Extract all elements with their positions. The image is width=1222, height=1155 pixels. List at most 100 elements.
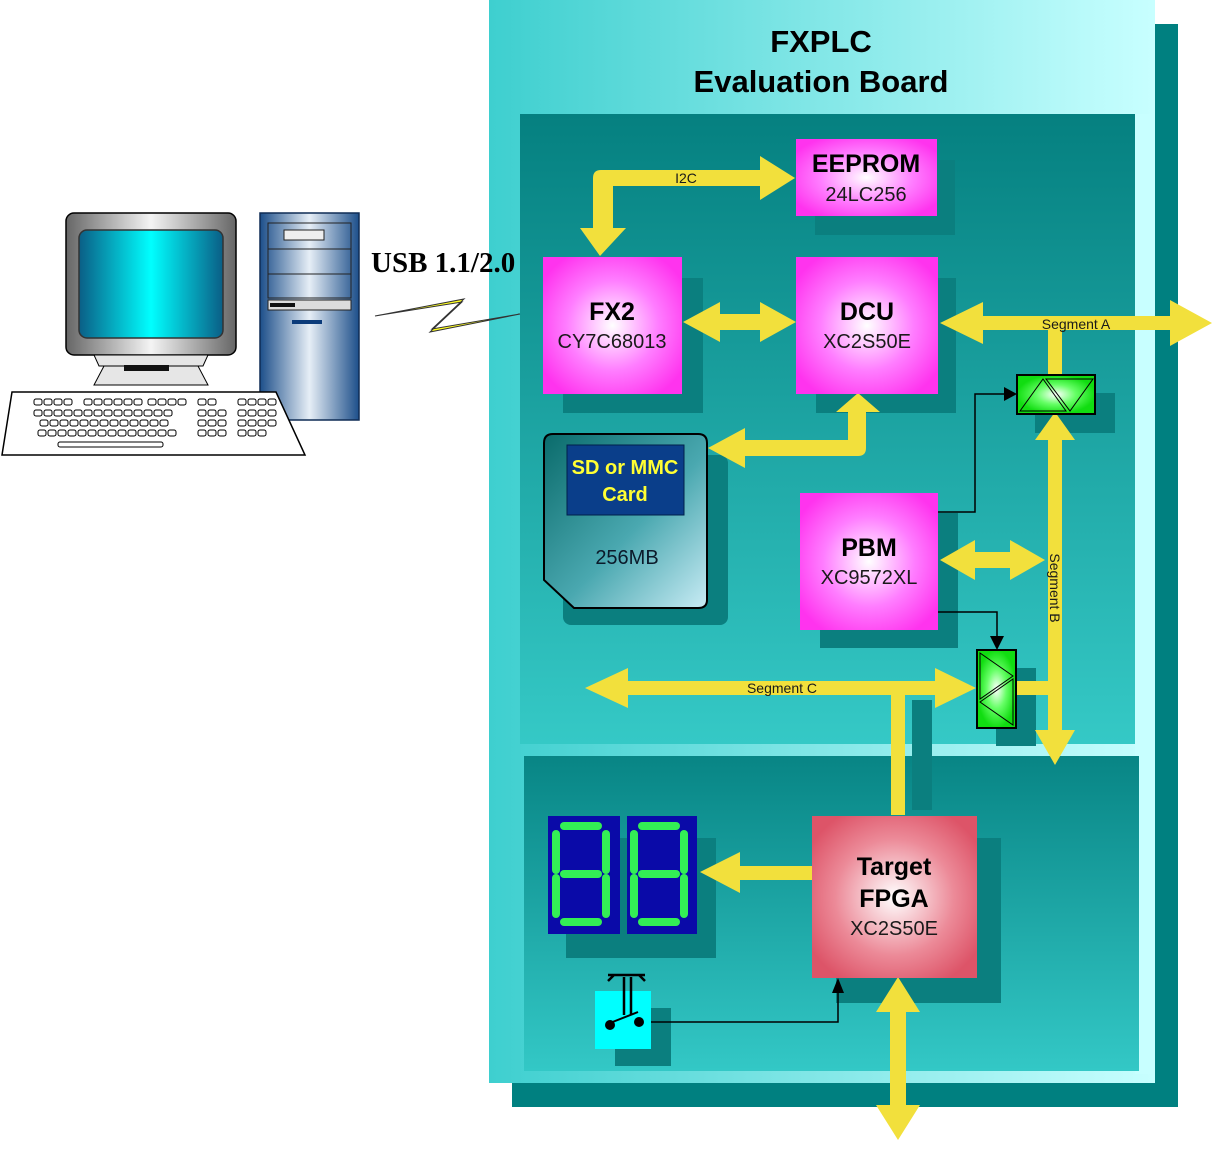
segment-c-bus — [585, 668, 976, 708]
keyboard-key — [207, 419, 217, 427]
segment-c-label: Segment C — [747, 680, 817, 696]
push-button[interactable] — [595, 973, 651, 1049]
keyboard-key — [257, 419, 267, 427]
keyboard-key — [33, 409, 43, 417]
keyboard-key — [197, 419, 207, 427]
keyboard-key — [247, 419, 257, 427]
target-io-bus — [876, 977, 920, 1140]
keyboard-key — [119, 419, 129, 427]
keyboard-key — [217, 419, 227, 427]
keyboard-key — [257, 409, 267, 417]
segment-b-label: Segment B — [1047, 553, 1063, 622]
monitor-screen — [78, 229, 224, 339]
usb-lightning-icon — [374, 298, 521, 333]
control-lines — [640, 393, 1007, 1023]
keyboard-key — [57, 429, 67, 437]
keyboard-key — [247, 409, 257, 417]
sd-card-title-line1: SD or MMC — [572, 457, 679, 479]
segment-a-drop — [1048, 330, 1062, 375]
keyboard-key — [247, 398, 257, 406]
segment-a-label: Segment A — [1042, 316, 1111, 332]
keyboard-key — [43, 409, 53, 417]
segment-c-drop — [891, 695, 905, 815]
control-arrowheads — [832, 387, 1017, 993]
pbm-name: PBM — [841, 534, 897, 562]
keyboard-key — [77, 429, 87, 437]
segment-c-buffer — [976, 649, 1017, 729]
eeprom-chip[interactable]: EEPROM 24LC256 — [796, 139, 937, 216]
host-computer — [1, 212, 521, 456]
target-display-bus — [700, 852, 812, 893]
keyboard-key — [129, 419, 139, 427]
sd-card-title-line2: Card — [602, 484, 648, 506]
keyboard-key — [113, 409, 123, 417]
keyboard-key — [53, 398, 63, 406]
keyboard-key — [63, 398, 73, 406]
digit-1-segment-g — [560, 870, 602, 878]
keyboard-key — [167, 429, 177, 437]
keyboard-key — [123, 398, 133, 406]
keyboard-key — [237, 419, 247, 427]
pc-tower — [259, 212, 360, 421]
keyboard-key — [63, 409, 73, 417]
segment-b-bus — [1035, 412, 1075, 765]
dcu-part: XC2S50E — [823, 331, 911, 353]
target-fpga-chip[interactable]: Target FPGA XC2S50E — [812, 816, 977, 978]
keyboard — [1, 391, 307, 456]
target-name-line2: FPGA — [859, 885, 928, 913]
segment-c-link — [1017, 681, 1048, 695]
segment-a-bus — [940, 300, 1212, 346]
digit-2-segment-c — [680, 874, 688, 918]
fx2-name: FX2 — [589, 298, 635, 326]
fx2-chip[interactable]: FX2 CY7C68013 — [543, 257, 682, 394]
keyboard-key — [157, 429, 167, 437]
digit-2-segment-d — [638, 918, 680, 926]
keyboard-key — [237, 398, 247, 406]
keyboard-key — [33, 398, 43, 406]
board-title-line1: FXPLC — [770, 24, 872, 59]
keyboard-key — [163, 409, 173, 417]
keyboard-key — [159, 419, 169, 427]
keyboard-key — [143, 409, 153, 417]
keyboard-key — [139, 419, 149, 427]
keyboard-key — [37, 429, 47, 437]
i2c-label: I2C — [675, 170, 697, 186]
keyboard-spacebar — [57, 441, 164, 448]
keyboard-key — [147, 398, 157, 406]
keyboard-key — [67, 429, 77, 437]
keyboard-key — [217, 429, 227, 437]
sd-card[interactable]: SD or MMC Card 256MB — [543, 433, 708, 609]
digit-2-segment-e — [630, 874, 638, 918]
keyboard-key — [93, 398, 103, 406]
keyboard-key — [103, 398, 113, 406]
keyboard-key — [97, 429, 107, 437]
keyboard-key — [87, 429, 97, 437]
keyboard-key — [103, 409, 113, 417]
digit-2-segment-g — [638, 870, 680, 878]
digit-2-segment-b — [680, 830, 688, 874]
keyboard-key — [207, 429, 217, 437]
pbm-segment-b-bus — [940, 540, 1045, 580]
digit-1-segment-d — [560, 918, 602, 926]
keyboard-key — [123, 409, 133, 417]
fx2-part: CY7C68013 — [558, 331, 667, 353]
digits — [552, 822, 688, 926]
keyboard-key — [73, 409, 83, 417]
keyboard-key — [99, 419, 109, 427]
keyboard-key — [89, 419, 99, 427]
keyboard-key — [153, 409, 163, 417]
keyboard-key — [107, 429, 117, 437]
board-inner-shadow-right — [1135, 114, 1155, 1074]
seven-segment-display — [548, 816, 697, 934]
keyboard-key — [267, 409, 277, 417]
keyboard-key — [133, 409, 143, 417]
dcu-chip[interactable]: DCU XC2S50E — [796, 257, 938, 394]
keyboard-key — [207, 398, 217, 406]
digit-1-segment-a — [560, 822, 602, 830]
keyboard-key — [197, 409, 207, 417]
buses — [580, 156, 1212, 1140]
keyboard-key — [167, 398, 177, 406]
keyboard-key — [109, 419, 119, 427]
pbm-chip[interactable]: PBM XC9572XL — [800, 493, 938, 630]
